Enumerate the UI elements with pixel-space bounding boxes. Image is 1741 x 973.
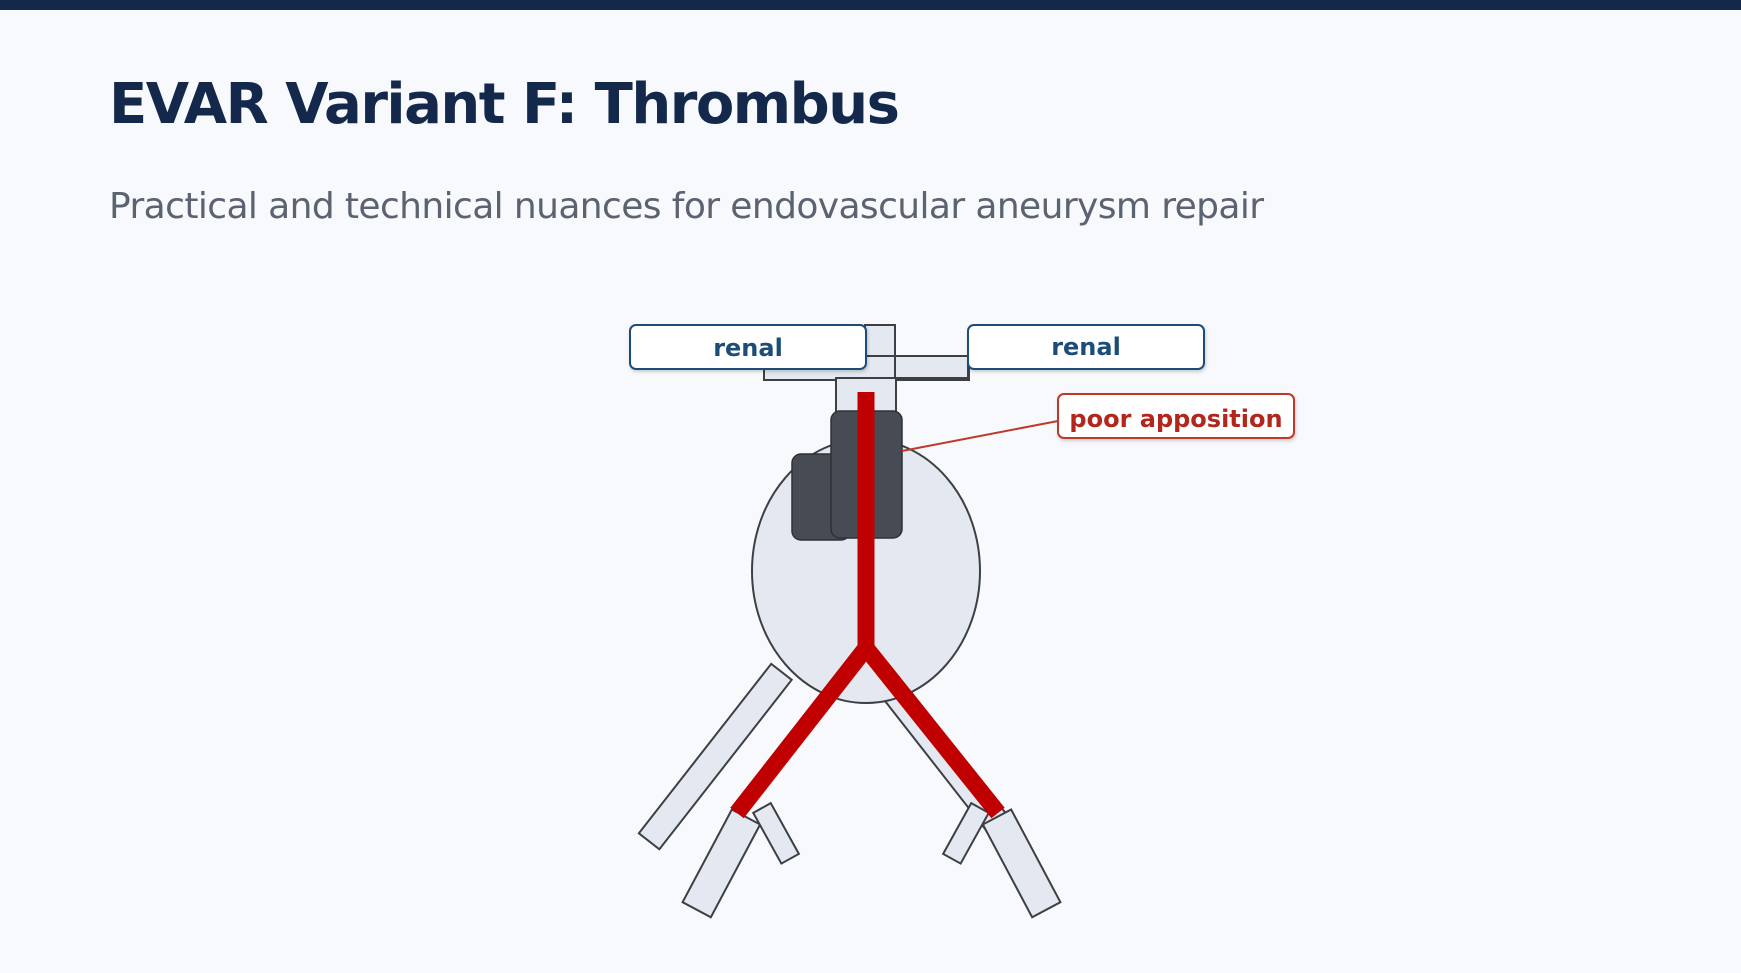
thrombus (791, 410, 903, 541)
renal-label-left: renal (629, 324, 867, 370)
callout-poor-apposition-text: poor apposition (1069, 405, 1282, 433)
left-iliac (637, 662, 794, 851)
stent-graft (730, 392, 1005, 819)
slide-subtitle: Practical and technical nuances for endo… (109, 186, 1264, 227)
renal-label-right-text: renal (1051, 333, 1121, 361)
callout-leader-line (901, 420, 1059, 452)
left-external-iliac (681, 808, 762, 919)
callout-poor-apposition: poor apposition (1057, 393, 1295, 439)
renal-label-right: renal (967, 324, 1205, 370)
slide-title: EVAR Variant F: Thrombus (109, 72, 900, 137)
header-bar (0, 0, 1741, 10)
right-external-iliac (981, 808, 1062, 919)
renal-artery-right (894, 355, 969, 379)
stent-graft-left-limb (730, 642, 873, 819)
right-internal-iliac (941, 801, 991, 865)
stent-graft-right-limb (859, 642, 1005, 819)
renal-label-left-text: renal (713, 334, 783, 362)
left-internal-iliac (751, 801, 801, 865)
